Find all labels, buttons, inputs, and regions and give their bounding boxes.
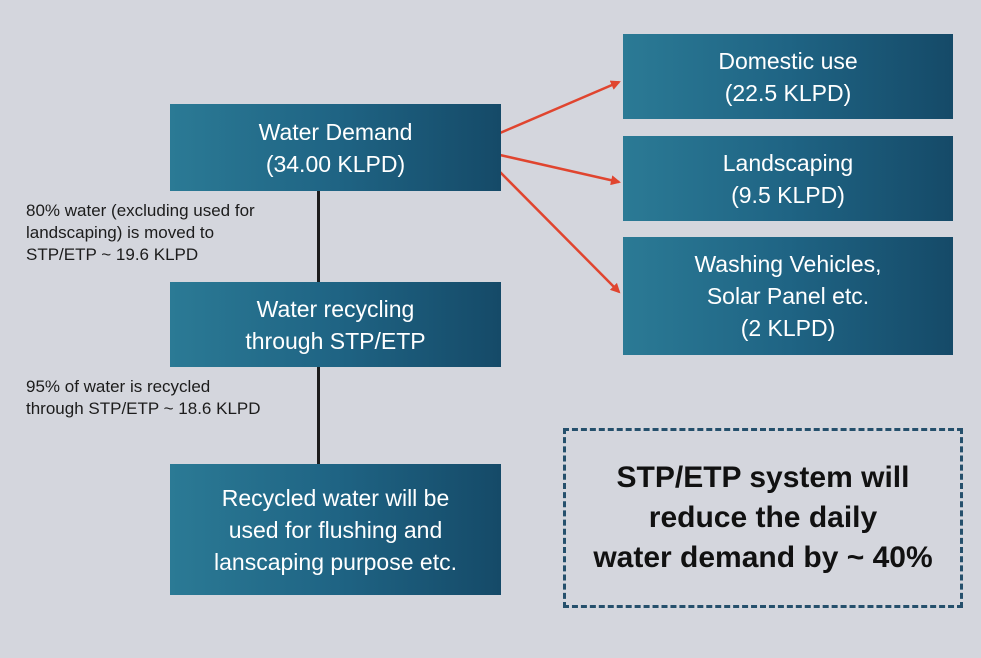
water-recycling-box: Water recycling through STP/ETP [170,282,501,367]
connector-recycling-to-recycled [317,366,320,464]
washing-box: Washing Vehicles, Solar Panel etc. (2 KL… [623,237,953,355]
savings-callout: STP/ETP system will reduce the daily wat… [563,428,963,608]
washing-value: (2 KLPD) [740,315,836,341]
landscaping-box: Landscaping (9.5 KLPD) [623,136,953,221]
arrow-to-landscaping [499,153,621,186]
domestic-use-title: Domestic use [718,47,858,74]
callout-line-3: water demand by ~ 40% [593,541,933,574]
note-recycled-line-1: 95% of water is recycled [26,377,211,396]
domestic-use-value: (22.5 KLPD) [724,79,852,106]
note-to-stp-line-2: landscaping) is moved to [26,223,215,242]
callout-line-2: reduce the daily [648,501,878,534]
domestic-use-box: Domestic use (22.5 KLPD) [623,34,953,119]
recycled-water-line-1: Recycled water will be [221,484,450,511]
washing-line-2: Solar Panel etc. [706,283,870,309]
water-recycling-line-2: through STP/ETP [245,327,426,354]
washing-line-1: Washing Vehicles, [694,251,882,277]
water-demand-title: Water Demand [258,118,413,145]
callout-line-1: STP/ETP system will [616,461,910,494]
note-to-stp-line-3: STP/ETP ~ 19.6 KLPD [26,245,199,264]
arrow-to-washing [499,171,621,294]
recycled-water-line-3: lanscaping purpose etc. [214,548,457,575]
recycled-water-line-2: used for flushing and [228,516,443,543]
recycled-water-box: Recycled water will be used for flushing… [170,464,501,595]
note-recycled: 95% of water is recycled through STP/ETP… [26,376,261,420]
note-recycled-line-2: through STP/ETP ~ 18.6 KLPD [26,399,261,418]
note-to-stp-line-1: 80% water (excluding used for [26,201,255,220]
landscaping-title: Landscaping [722,149,854,176]
water-recycling-line-1: Water recycling [256,295,415,322]
landscaping-value: (9.5 KLPD) [731,181,845,208]
connector-demand-to-recycling [317,190,320,282]
water-demand-value: (34.00 KLPD) [265,150,406,177]
arrow-to-domestic-use [499,80,621,135]
water-demand-box: Water Demand (34.00 KLPD) [170,104,501,191]
note-to-stp: 80% water (excluding used for landscapin… [26,200,255,266]
